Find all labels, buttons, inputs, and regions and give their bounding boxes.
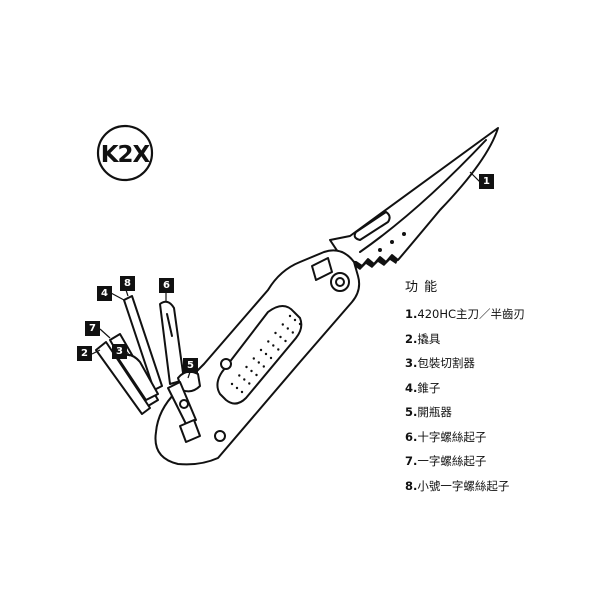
- feature-item: 6.十字螺絲起子: [405, 430, 595, 455]
- grip-dot: [274, 331, 277, 335]
- k2x-badge: K2X: [96, 124, 154, 182]
- badge-label: K2X: [101, 142, 151, 168]
- grip-dot: [262, 365, 265, 368]
- grip-dot: [293, 318, 297, 322]
- grip-dot: [235, 386, 239, 390]
- feature-number: 6.: [405, 429, 418, 444]
- grip-dot: [284, 339, 287, 343]
- small-flat-screwdriver: [123, 295, 163, 391]
- grip-dot: [288, 314, 292, 318]
- grip-dot: [230, 382, 234, 386]
- serration-hole-3: [402, 232, 406, 236]
- grip-dot: [264, 352, 268, 356]
- pry-bar: [95, 341, 151, 415]
- grip-dot: [298, 322, 302, 326]
- callout-tag-7: 7: [85, 321, 100, 336]
- grip-dot: [279, 335, 282, 339]
- callout-tag-5: 5: [183, 358, 198, 373]
- leader-line-2: [91, 349, 101, 355]
- feature-text: 十字螺絲起子: [417, 429, 487, 444]
- feature-item: 2.撬具: [405, 332, 595, 357]
- feature-number: 1.: [405, 307, 418, 321]
- feature-text: 一字螺絲起子: [417, 454, 487, 468]
- callout-tag-8: 8: [120, 276, 135, 291]
- lock-button: [179, 419, 201, 443]
- blade-edge-line: [359, 139, 487, 253]
- callout-tag-1: 1: [479, 174, 494, 189]
- serration-hole-2: [390, 240, 394, 244]
- feature-text: 小號一字螺絲起子: [417, 478, 510, 493]
- main-blade: [329, 127, 499, 267]
- leader-line-1: [469, 171, 481, 183]
- feature-number: 4.: [405, 380, 418, 395]
- serration-hole-1: [378, 248, 382, 252]
- liner-lock-tab: [311, 257, 333, 281]
- phillips-screwdriver: [159, 300, 185, 385]
- feature-item: 3.包裝切割器: [405, 356, 595, 381]
- phillips-tip-line: [166, 313, 173, 337]
- callout-tag-6: 6: [159, 278, 174, 293]
- leader-line-8: [125, 289, 129, 297]
- feature-number: 5.: [405, 405, 418, 419]
- leader-line-7: [99, 328, 111, 339]
- grip-dot: [269, 356, 273, 360]
- serrations: [354, 255, 398, 270]
- grip-dot: [255, 373, 258, 377]
- feature-number: 2.: [405, 331, 418, 346]
- grip-dot: [259, 348, 263, 352]
- grip-dot: [277, 348, 280, 351]
- grip-dot: [281, 323, 284, 326]
- grip-dot: [252, 357, 255, 360]
- leader-line-5: [187, 371, 191, 379]
- feature-item: 8.小號一字螺絲起子: [405, 479, 595, 504]
- feature-item: 7.一字螺絲起子: [405, 454, 595, 479]
- feature-item: 5.開瓶器: [405, 405, 595, 430]
- bottle-opener: [177, 370, 201, 393]
- feature-heading: 功 能: [405, 280, 439, 295]
- grip-dot: [272, 344, 275, 347]
- rear-screw: [179, 399, 189, 409]
- grip-texture: [230, 314, 302, 394]
- grip-dot: [286, 327, 289, 330]
- grip-panel: [216, 305, 303, 405]
- tool-screw: [220, 358, 232, 370]
- callout-tag-3: 3: [112, 344, 127, 359]
- callout-tag-2: 2: [77, 346, 92, 361]
- grip-dot: [243, 378, 246, 381]
- feature-text: 撬具: [417, 331, 441, 346]
- callout-tag-4: 4: [97, 286, 112, 301]
- feature-item: 1.420HC主刀／半齒刃: [405, 307, 595, 332]
- feature-text: 開瓶器: [417, 405, 452, 419]
- grip-dot: [245, 365, 248, 369]
- grip-dot: [250, 369, 253, 373]
- grip-dot: [240, 390, 244, 394]
- feature-text: 包裝切割器: [417, 356, 475, 370]
- grip-dot: [238, 374, 241, 377]
- feature-number: 3.: [405, 356, 418, 370]
- feature-item: 4.錐子: [405, 381, 595, 406]
- feature-number: 7.: [405, 454, 418, 468]
- feature-text: 錐子: [417, 380, 441, 395]
- grip-dot: [267, 340, 270, 343]
- pivot-screw-inner: [335, 277, 345, 287]
- feature-number: 8.: [405, 478, 418, 493]
- feature-list: 功 能 1.420HC主刀／半齒刃 2.撬具 3.包裝切割器 4.錐子 5.開瓶…: [405, 276, 595, 503]
- feature-text: 420HC主刀／半齒刃: [417, 307, 526, 321]
- grip-dot: [291, 331, 294, 334]
- leader-line-4: [110, 292, 125, 301]
- lanyard-hole: [214, 430, 226, 442]
- blade-thumb-slot: [353, 211, 391, 241]
- grip-dot: [257, 361, 260, 364]
- grip-dot: [248, 382, 251, 385]
